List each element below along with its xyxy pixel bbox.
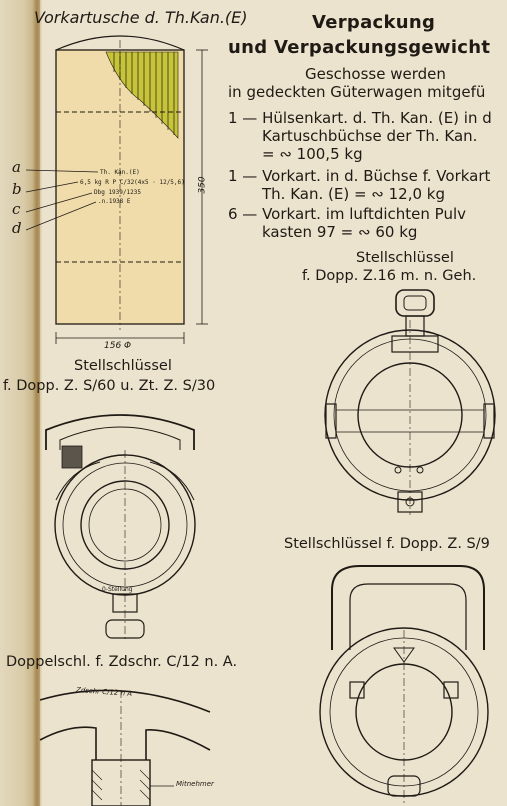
key16-caption-1: Stellschlüssel [356, 250, 454, 266]
packing-item-1-line-1: 1 — Hülsenkart. d. Th. Kan. (E) in d [228, 109, 492, 127]
packing-item-3-line-1: 6 — Vorkart. im luftdichten Pulv [228, 205, 467, 223]
letter-b: b [12, 180, 22, 198]
key60-caption-1: Stellschlüssel [74, 358, 172, 374]
key60-zero-label: 0-Stellung [102, 586, 133, 593]
packing-item-2-line-1: 1 — Vorkart. in d. Büchse f. Vorkart [228, 167, 491, 185]
packing-title-1: Verpackung [312, 12, 436, 33]
key16-caption-2: f. Dopp. Z.16 m. n. Geh. [302, 268, 477, 284]
mitnehmer-label: Mitnehmer [176, 780, 214, 788]
key9-caption: Stellschlüssel f. Dopp. Z. S/9 [284, 536, 490, 552]
cartridge-label-c: Dbg 1939/1235 [94, 189, 141, 196]
key-s60-drawing [45, 414, 196, 640]
page-fold-shadow [32, 0, 42, 806]
double-key-caption: Doppelschl. f. Zdschr. C/12 n. A. [6, 654, 238, 670]
dim-width: 156 Φ [104, 341, 132, 351]
cartridge-drawing [25, 35, 208, 344]
key-s9-drawing [319, 565, 489, 806]
letter-d: d [12, 219, 22, 237]
packing-item-1-line-3: = ∾ 100,5 kg [262, 145, 363, 163]
packing-intro-2: in gedeckten Güterwagen mitgefü [228, 83, 486, 101]
cartridge-title: Vorkartusche d. Th.Kan.(E) [34, 8, 248, 27]
key60-caption-2: f. Dopp. Z. S/60 u. Zt. Z. S/30 [3, 378, 216, 394]
dim-height: 350 [197, 176, 208, 194]
double-key-drawing [39, 689, 211, 806]
packing-item-3-line-2: kasten 97 = ∾ 60 kg [262, 223, 418, 241]
packing-intro-1: Geschosse werden [305, 65, 446, 83]
packing-item-1-line-2: Kartuschbüchse der Th. Kan. [262, 127, 478, 145]
cartridge-label-d: .n.1938 E [98, 198, 131, 205]
packing-item-2-line-2: Th. Kan. (E) = ∾ 12,0 kg [262, 185, 446, 203]
cartridge-label-b: 6,5 kg R P C/32(4x5 · 12/5,6) [80, 179, 185, 186]
key-z16-drawing [324, 289, 496, 515]
cartridge-label-a: Th. Kan.(E) [100, 169, 140, 176]
packing-title-2: und Verpackungsgewicht [228, 37, 491, 58]
letter-c: c [12, 200, 21, 218]
letter-a: a [12, 158, 21, 176]
